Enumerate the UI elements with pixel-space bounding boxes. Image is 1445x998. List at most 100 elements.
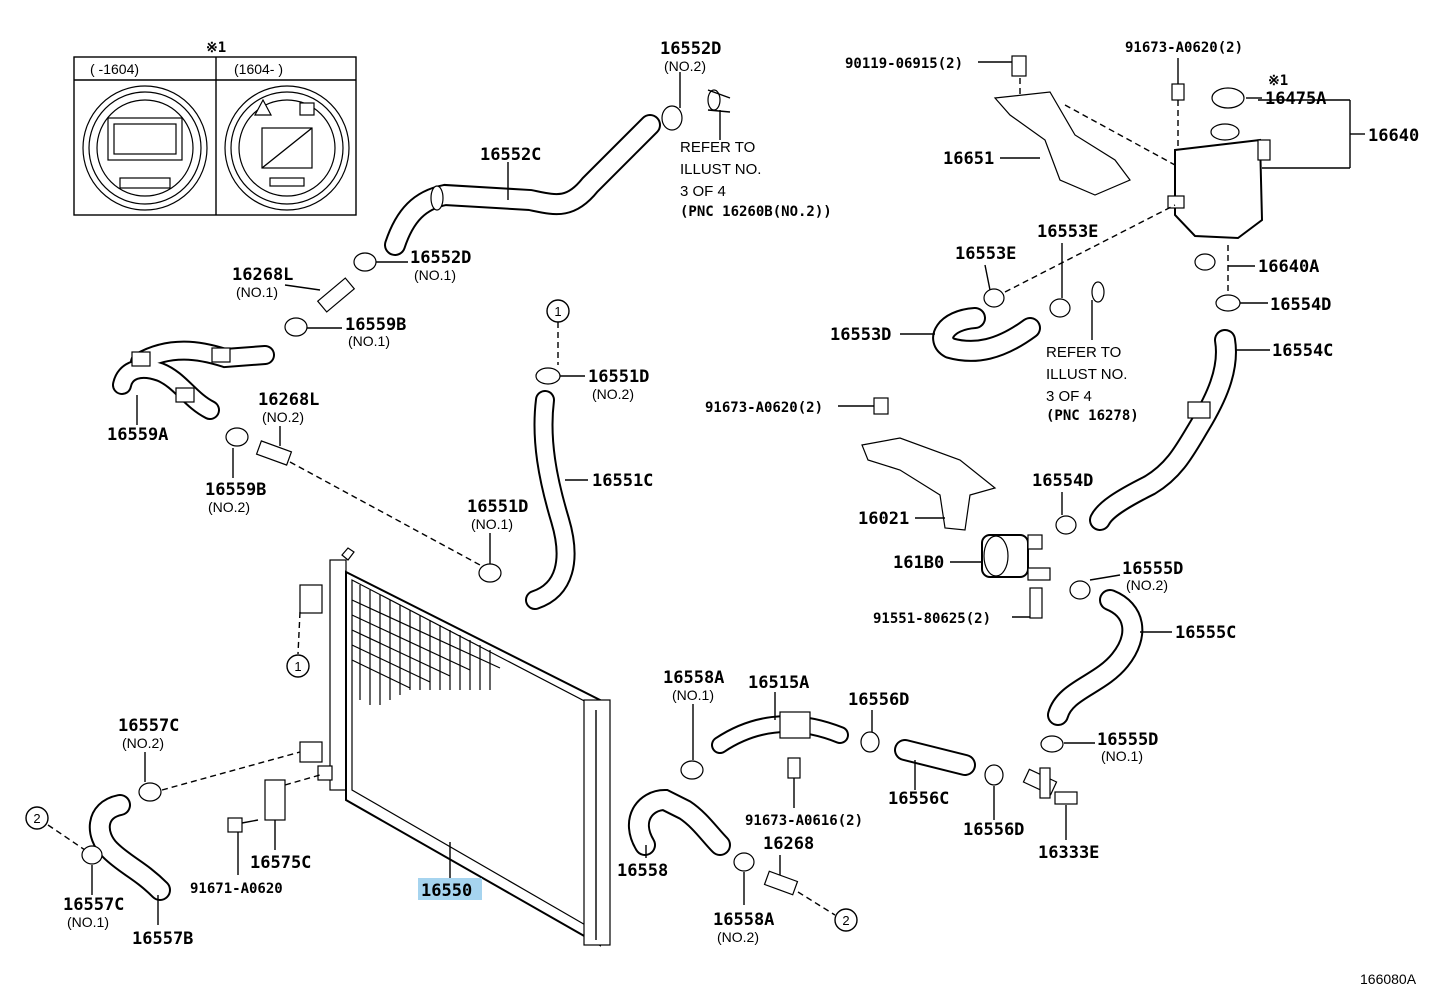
label-16551D-no1: 16551D: [467, 497, 528, 517]
cap-mark: ※1: [1268, 73, 1288, 89]
bracket-16575C: [264, 779, 286, 821]
clamp-16558A-no2: [733, 852, 755, 872]
callout-1-top-text: 1: [554, 304, 561, 319]
hose-16553D: [932, 307, 1041, 362]
inset-right-header: (1604- ): [234, 61, 283, 77]
hose-16557B: [88, 794, 171, 901]
hose-16551C: [525, 390, 576, 610]
bolt-91671: [227, 817, 243, 833]
label-16555D-no2: 16555D: [1122, 559, 1183, 579]
label-16551D-no1-sub: (NO.1): [471, 516, 513, 532]
pipe-16268: [763, 870, 799, 896]
label-16558A-no2: 16558A: [713, 910, 774, 930]
clamp-16553E-a: [983, 288, 1005, 308]
label-16559B-no2: 16559B: [205, 480, 266, 500]
label-16552D-no2: 16552D: [660, 39, 721, 59]
water-outlet-16515A: [711, 711, 849, 754]
refer-mid-line3: 3 OF 4: [1046, 388, 1092, 405]
label-16552D-no1: 16552D: [410, 248, 471, 268]
clamp-16557C-no2: [138, 782, 162, 802]
label-16558A-no1-sub: (NO.1): [672, 687, 714, 703]
refer-top-line4: (PNC 16260B(NO.2)): [680, 204, 832, 220]
radiator-16550: [299, 547, 611, 947]
clamp-16551D-no2: [535, 367, 561, 385]
label-16552D-no2-sub: (NO.2): [664, 58, 706, 74]
clamp-16556D-b: [984, 764, 1004, 786]
hose-16556C: [894, 739, 976, 776]
callout-2-right: [834, 908, 858, 932]
label-16550-highlight: [418, 878, 482, 900]
refer-top-line3: 3 OF 4: [680, 183, 726, 200]
label-90119-06915: 90119-06915(2): [845, 56, 963, 72]
cap-16475A: [1211, 87, 1245, 109]
radiator-cap-late: [224, 85, 350, 211]
bolt-91673-A0616: [787, 757, 801, 779]
refer-mid-line4: (PNC 16278): [1046, 408, 1139, 424]
label-91551-80625: 91551-80625(2): [873, 611, 991, 627]
label-16558: 16558: [617, 861, 668, 881]
upper-radiator-hose: [384, 89, 731, 256]
label-161B0: 161B0: [893, 553, 944, 573]
clamp-16552D-no1: [353, 252, 377, 272]
callout-2-left: [25, 806, 49, 830]
label-16651: 16651: [943, 149, 994, 169]
clamp-16554D-b: [1055, 515, 1077, 535]
label-16559B-no2-sub: (NO.2): [208, 499, 250, 515]
label-91673-A0616: 91673-A0616(2): [745, 813, 863, 829]
clamp-16553E-b: [1049, 298, 1071, 318]
label-16552C: 16552C: [480, 145, 541, 165]
hose-16558: [628, 788, 731, 856]
label-16555D-no2-sub: (NO.2): [1126, 577, 1168, 593]
label-16558A-no2-sub: (NO.2): [717, 929, 759, 945]
clamp-16557C-no1: [81, 845, 103, 865]
label-16640A: 16640A: [1258, 257, 1319, 277]
label-16557C-no2: 16557C: [118, 716, 179, 736]
refer-top-line2: ILLUST NO.: [680, 161, 761, 178]
label-16640: 16640: [1368, 126, 1419, 146]
refer-mid-line1: REFER TO: [1046, 344, 1121, 361]
label-16558A-no1: 16558A: [663, 668, 724, 688]
clamp-16558A-no1: [680, 760, 704, 780]
bracket-16021: [861, 437, 997, 531]
label-16555D-no1-sub: (NO.1): [1101, 748, 1143, 764]
label-16556C: 16556C: [888, 789, 949, 809]
joint-16333E: [1022, 767, 1078, 805]
label-16268L-no2-sub: (NO.2): [262, 409, 304, 425]
label-16559B-no1-sub: (NO.1): [348, 333, 390, 349]
label-16552D-no1-sub: (NO.1): [414, 267, 456, 283]
label-16557C-no2-sub: (NO.2): [122, 735, 164, 751]
label-16553E-a: 16553E: [955, 244, 1016, 264]
reservoir-16640: [1167, 123, 1271, 240]
callout-2-left-text: 2: [33, 811, 40, 826]
label-16575C: 16575C: [250, 853, 311, 873]
clamp-16554D-a: [1215, 294, 1241, 312]
bracket-16651: [993, 91, 1131, 196]
label-16268L-no2: 16268L: [258, 390, 319, 410]
label-16268L-no1: 16268L: [232, 265, 293, 285]
radiator-cap-early: [82, 85, 208, 211]
bolt-91673-mid: [873, 397, 889, 415]
label-16554C: 16554C: [1272, 341, 1333, 361]
label-16021: 16021: [858, 509, 909, 529]
clamp-16551D-no1: [478, 563, 502, 583]
label-16475A: 16475A: [1265, 89, 1326, 109]
label-16515A: 16515A: [748, 673, 809, 693]
bolt-90119: [1011, 55, 1027, 77]
label-16559A: 16559A: [107, 425, 168, 445]
pipe-16268L-no1: [316, 277, 356, 313]
clamp-16555D-no1: [1040, 735, 1064, 753]
label-16555D-no1: 16555D: [1097, 730, 1158, 750]
clamp-16556D-a: [860, 731, 880, 753]
clamp-16559B-no2: [225, 427, 249, 447]
label-16559B-no1: 16559B: [345, 315, 406, 335]
label-16556D-a: 16556D: [848, 690, 909, 710]
label-16268L-no1-sub: (NO.1): [236, 284, 278, 300]
label-16557B: 16557B: [132, 929, 193, 949]
label-91673-A0620-mid: 91673-A0620(2): [705, 400, 823, 416]
label-16551C: 16551C: [592, 471, 653, 491]
inset-mark: ※1: [206, 40, 226, 56]
label-16550: 16550: [421, 881, 472, 901]
label-16268: 16268: [763, 834, 814, 854]
label-91671-A0620: 91671-A0620: [190, 881, 283, 897]
